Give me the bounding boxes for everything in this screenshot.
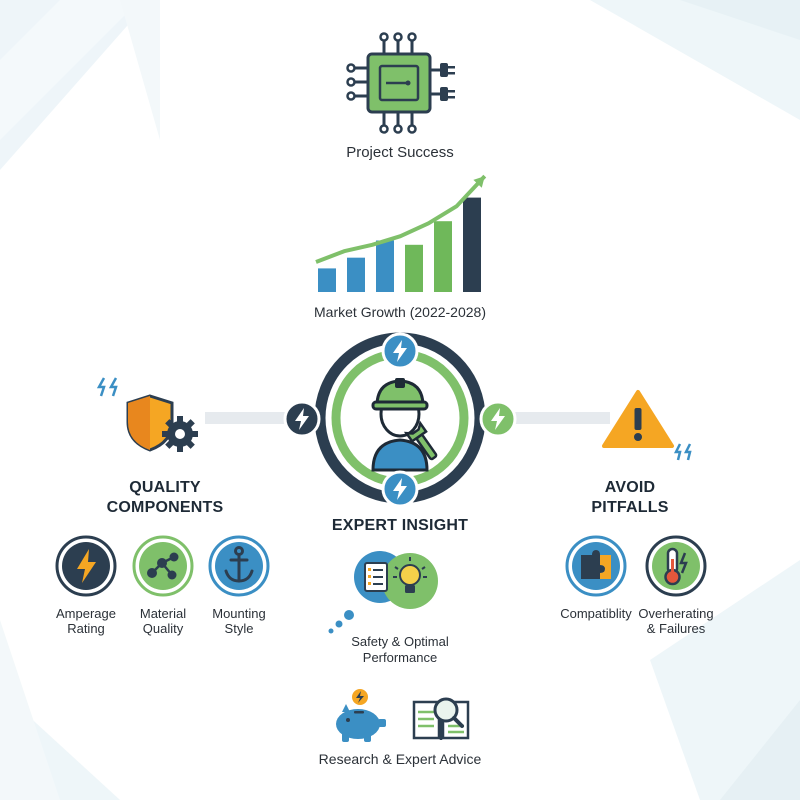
chart-trend-line [315,174,487,264]
left-item-1-line2: Rating [67,621,105,636]
puzzle-icon [565,535,627,597]
chart-bar-5 [434,221,452,292]
lightning-badge-top-icon [381,332,419,370]
right-item-2-line2: & Failures [646,621,706,636]
lightning-badge-right-icon [479,400,517,438]
chart-bar-2 [347,257,365,292]
lightning-badge-bottom-icon [381,470,419,508]
research-book-icon [412,697,470,740]
thermometer-icon [645,535,707,597]
spark-lines-right-icon [673,443,692,461]
left-item-3-line2: Style [224,621,254,636]
project-success-title: Project Success [346,144,454,161]
engineer-avatar [371,378,438,472]
left-item-2-line2: Quality [142,621,184,636]
chart-bar-3 [376,240,394,292]
idea-bubble-icon [328,551,438,634]
chart-trend-arrow [473,176,485,188]
market-growth-label: Market Growth (2022-2028) [314,304,486,320]
chart-bar-6 [463,197,481,292]
spark-lines-left-icon [96,377,118,397]
chart-bar-1 [318,268,336,292]
chart-bar-4 [405,244,423,292]
anchor-icon [208,535,270,597]
warning-icon [602,390,674,448]
avoid-heading-line2: PITFALLS [591,499,669,516]
avoid-heading-line1: AVOID [604,479,656,496]
right-connector [510,412,610,424]
lightning-badge-left-icon [283,400,321,438]
right-item-2-line1: Overherating [638,606,714,621]
quality-heading-line2: COMPONENTS [106,499,224,516]
left-item-2-line1: Material [139,606,187,621]
left-item-3-line1: Mounting [212,606,266,621]
molecule-icon [132,535,194,597]
expert-insight-heading: EXPERT INSIGHT [331,517,469,534]
quality-heading-line1: QUALITY [129,479,201,496]
shield-gear-icon [126,394,198,452]
market-growth-chart [315,174,487,292]
left-item-1-line1: Amperage [56,606,116,621]
circuit-chip-icon [346,32,455,134]
research-caption: Research & Expert Advice [318,751,482,767]
lightning-icon [55,535,117,597]
right-item-1-line1: Compatiblity [560,606,632,621]
insight-caption-line1: Safety & Optimal [351,634,449,649]
insight-caption-line2: Performance [362,650,438,665]
piggy-bank-icon [336,689,386,742]
